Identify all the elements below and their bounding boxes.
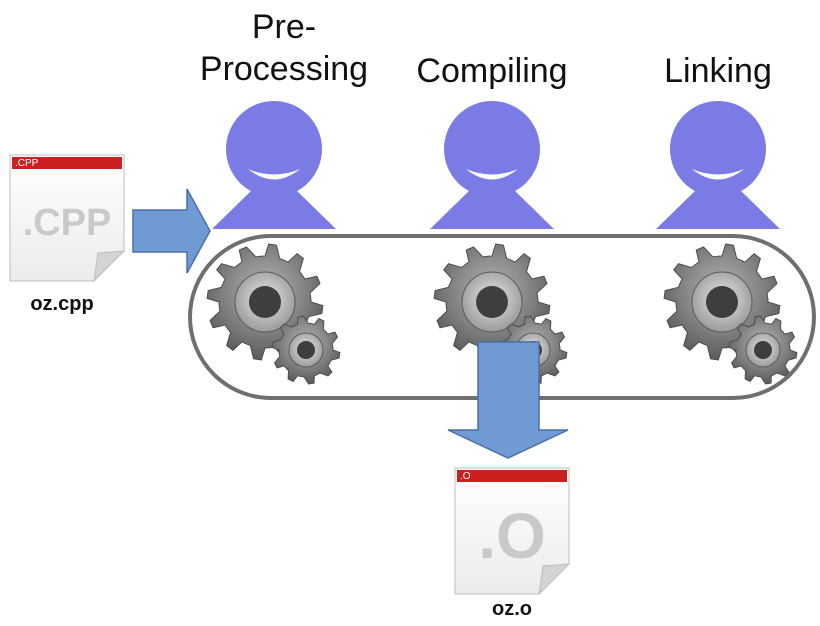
- arrow-icon: [132, 188, 211, 274]
- output-file-caption: oz.o: [492, 598, 532, 620]
- stage-label-preprocessing-line2: Processing: [200, 50, 368, 88]
- cpp-file-tab-label: .CPP: [15, 158, 39, 169]
- input-file-caption: oz.cpp: [30, 293, 93, 315]
- stage-label-compiling: Compiling: [416, 52, 567, 90]
- gear-icon: [663, 243, 781, 361]
- object-file-icon: .O .O: [454, 467, 571, 596]
- arrow-icon: [447, 341, 569, 459]
- stage-label-preprocessing-line1: Pre-: [252, 8, 316, 46]
- person-icon: [430, 101, 554, 229]
- person-icon: [656, 101, 780, 229]
- object-file-tab-label: .O: [460, 471, 471, 482]
- cpp-file-extension: .CPP: [23, 202, 112, 244]
- cpp-file-icon: .CPP .CPP: [9, 154, 126, 283]
- object-file-extension: .O: [478, 500, 546, 572]
- stage-label-preprocessing: Pre- Processing: [200, 8, 368, 88]
- gear-icon: [271, 315, 341, 385]
- gear-icon: [728, 315, 798, 385]
- stage-label-linking: Linking: [664, 52, 772, 90]
- person-icon: [212, 101, 336, 229]
